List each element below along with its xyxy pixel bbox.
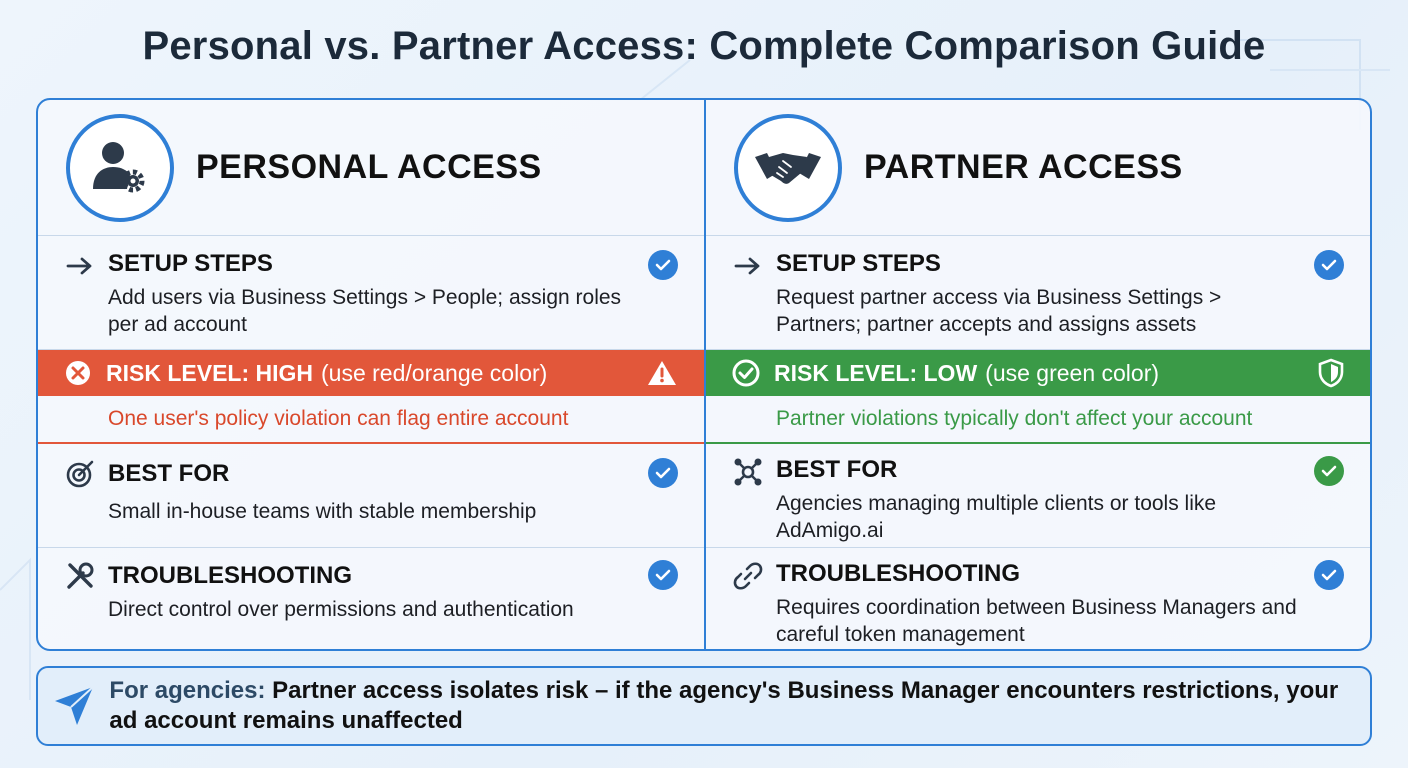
callout-lead: For agencies: (109, 677, 266, 704)
x-circle-icon (66, 361, 90, 385)
personal-setup-heading: SETUP STEPS (108, 250, 273, 277)
warning-triangle-icon (648, 361, 676, 385)
network-icon (732, 456, 764, 488)
personal-setup-body: Add users via Business Settings > People… (108, 286, 622, 336)
partner-risk-note: (use green color) (985, 359, 1160, 386)
check-icon (1314, 250, 1344, 280)
personal-column: PERSONAL ACCESS SETUP STEPS Add users vi… (38, 100, 704, 649)
check-circle-icon (732, 359, 760, 387)
personal-troubleshooting-section: TROUBLESHOOTING Direct control over perm… (38, 548, 704, 649)
personal-risk-section: RISK LEVEL: HIGH (use red/orange color) … (38, 350, 704, 444)
personal-risk-desc: One user's policy violation can flag ent… (108, 407, 569, 430)
personal-title: PERSONAL ACCESS (196, 148, 542, 186)
partner-setup-section: SETUP STEPS Request partner access via B… (706, 236, 1370, 350)
check-icon (648, 458, 678, 488)
personal-troubleshooting-body: Direct control over permissions and auth… (108, 598, 574, 621)
check-icon (1314, 456, 1344, 486)
shield-icon (1318, 358, 1344, 388)
personal-risk-level: RISK LEVEL: HIGH (106, 359, 314, 386)
partner-setup-heading: SETUP STEPS (776, 250, 941, 277)
personal-risk-note: (use red/orange color) (321, 359, 548, 386)
personal-setup-section: SETUP STEPS Add users via Business Setti… (38, 236, 704, 350)
callout-body: Partner access isolates risk – if the ag… (109, 677, 1339, 734)
partner-risk-level: RISK LEVEL: LOW (774, 359, 978, 386)
personal-troubleshooting-heading: TROUBLESHOOTING (108, 562, 352, 589)
arrow-right-icon (732, 250, 764, 282)
partner-risk-bar: RISK LEVEL: LOW (use green color) (706, 350, 1370, 396)
personal-bestfor-section: BEST FOR Small in-house teams with stabl… (38, 444, 704, 548)
user-gear-icon (66, 113, 174, 222)
tools-icon (64, 560, 96, 592)
partner-troubleshooting-heading: TROUBLESHOOTING (776, 560, 1020, 587)
comparison-board: PERSONAL ACCESS SETUP STEPS Add users vi… (36, 98, 1372, 651)
partner-troubleshooting-section: TROUBLESHOOTING Requires coordination be… (706, 548, 1370, 649)
partner-title: PARTNER ACCESS (864, 148, 1183, 186)
partner-bestfor-body: Agencies managing multiple clients or to… (776, 492, 1217, 542)
partner-header: PARTNER ACCESS (706, 100, 1370, 236)
check-icon (1314, 560, 1344, 590)
personal-header: PERSONAL ACCESS (38, 100, 704, 236)
link-icon (732, 560, 764, 592)
callout-text: For agencies: Partner access isolates ri… (109, 676, 1370, 736)
check-icon (648, 250, 678, 280)
partner-bestfor-heading: BEST FOR (776, 456, 898, 483)
personal-bestfor-heading: BEST FOR (108, 460, 230, 487)
partner-troubleshooting-body: Requires coordination between Business M… (776, 596, 1297, 646)
partner-risk-section: RISK LEVEL: LOW (use green color) Partne… (706, 350, 1370, 444)
page-title: Personal vs. Partner Access: Complete Co… (142, 24, 1266, 68)
partner-bestfor-section: BEST FOR Agencies managing multiple clie… (706, 444, 1370, 548)
partner-column: PARTNER ACCESS SETUP STEPS Request partn… (704, 100, 1370, 649)
personal-bestfor-body: Small in-house teams with stable members… (108, 500, 537, 523)
cursor-arrow-icon (38, 683, 109, 729)
partner-risk-desc: Partner violations typically don't affec… (776, 407, 1253, 430)
personal-risk-bar: RISK LEVEL: HIGH (use red/orange color) (38, 350, 704, 396)
partner-setup-body: Request partner access via Business Sett… (776, 286, 1222, 336)
target-icon (64, 458, 96, 490)
agency-callout: For agencies: Partner access isolates ri… (36, 666, 1372, 746)
check-icon (648, 560, 678, 590)
handshake-icon (734, 113, 842, 222)
arrow-right-icon (64, 250, 96, 282)
